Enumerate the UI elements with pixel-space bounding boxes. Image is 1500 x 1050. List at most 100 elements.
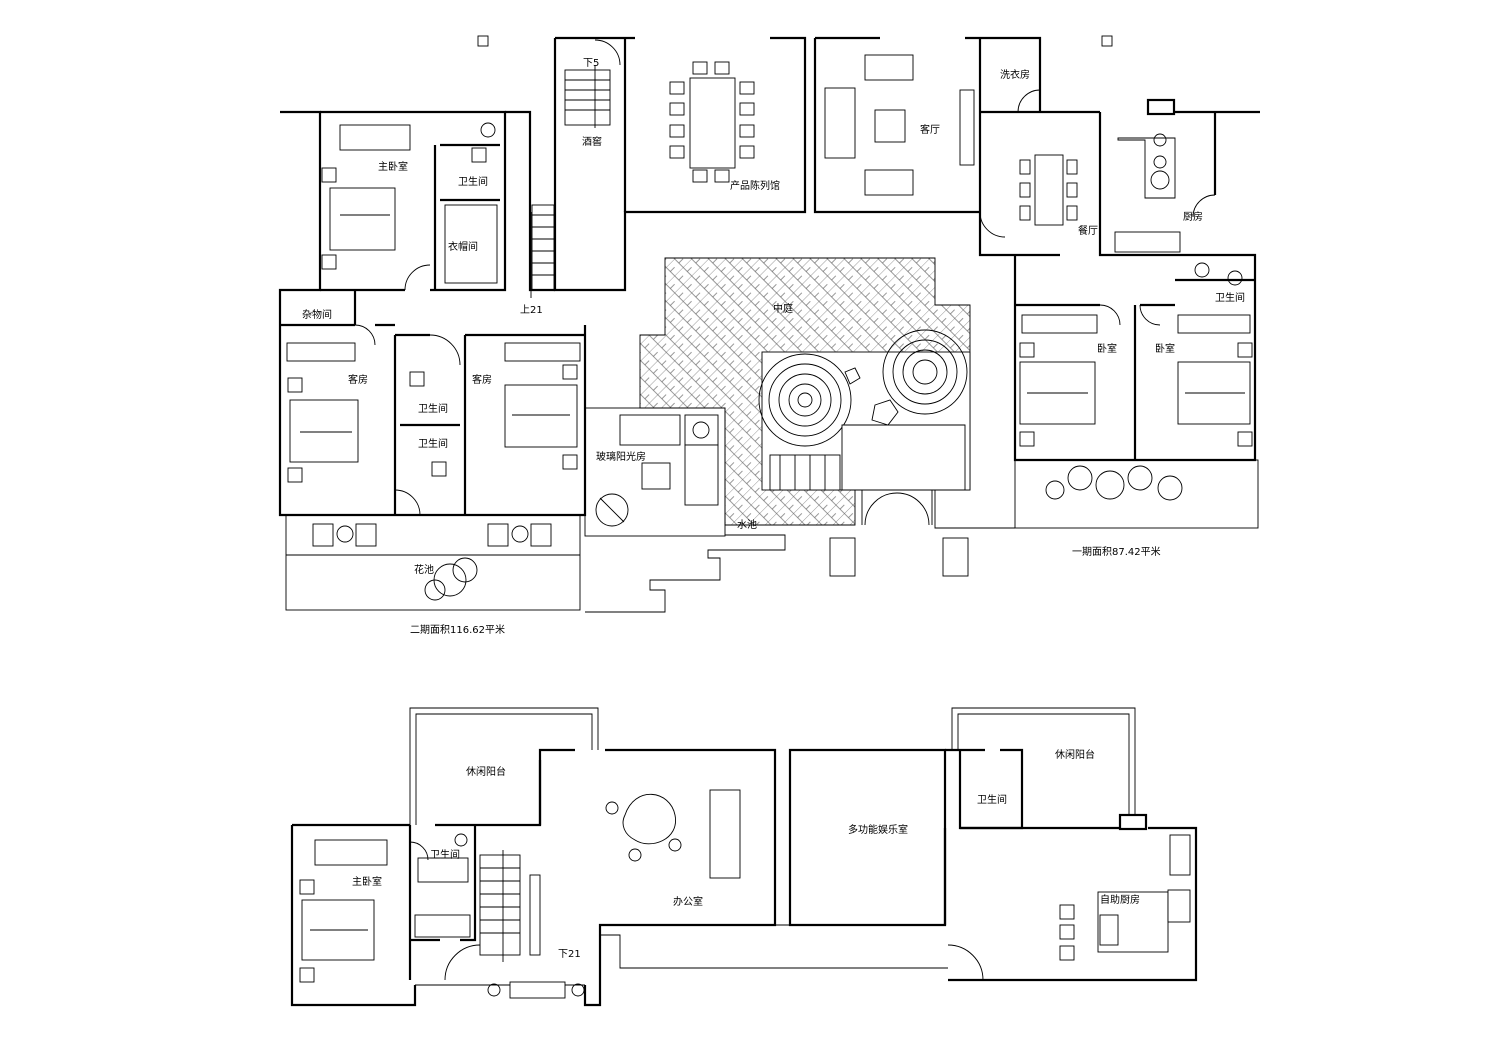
balcony-left-rail-inner (415, 713, 593, 825)
label-upper-bathroom-right: 卫生间 (977, 793, 1007, 806)
toilet-icon (409, 371, 425, 387)
wall-living-top (815, 36, 1042, 112)
door-swing (409, 841, 429, 861)
label-upper-bathroom-left: 卫生间 (430, 848, 460, 861)
wall-entertainment (788, 748, 947, 927)
garden-right (1014, 459, 1259, 529)
stair-down-5 (564, 65, 611, 128)
wall-dining-bottom (978, 212, 1060, 257)
planter-icon (829, 537, 856, 577)
bedroom-2-bed-icon (1177, 342, 1253, 447)
label-master-bedroom: 主卧室 (378, 160, 408, 173)
wall-upper-kitchen (948, 826, 1198, 982)
wall-upper-bath-right (945, 748, 1024, 830)
rock-icon (844, 367, 861, 385)
label-bedroom-1: 卧室 (1097, 342, 1117, 355)
bathtub-icon (417, 857, 469, 883)
upper-master-bed-icon (299, 879, 375, 983)
side-table-icon (684, 414, 719, 446)
guest-bed-right-icon (504, 364, 578, 470)
label-laundry: 洗衣房 (1000, 68, 1030, 81)
bar-stools (1059, 904, 1075, 961)
dining-table-icon (1034, 154, 1064, 226)
door-swing (1192, 194, 1216, 218)
wall-kitchen (1098, 112, 1217, 257)
label-bathroom-guest-upper: 卫生间 (418, 402, 448, 415)
label-storage: 杂物间 (302, 308, 332, 321)
stone-icon (668, 838, 682, 852)
balcony-left-rail (409, 707, 599, 825)
wall-living (813, 38, 980, 214)
planter-icon (942, 537, 969, 577)
label-bathroom-master: 卫生间 (458, 175, 488, 188)
sofa-icon (824, 87, 856, 159)
ground-floor: 主卧室 卫生间 衣帽间 杂物间 客房 客房 卫生间 卫生间 酒窖 产品陈列馆 客… (278, 35, 1260, 636)
wall-bath-right (460, 825, 477, 942)
stone-icon (628, 848, 642, 862)
door-swing (404, 264, 431, 291)
door-swing (979, 211, 1006, 238)
plant-icon (487, 983, 501, 997)
balcony-furniture (312, 523, 552, 547)
sofa-icon (314, 839, 388, 866)
marker-square (1101, 35, 1113, 47)
label-sunroom: 玻璃阳光房 (596, 450, 646, 463)
wall-master-bath (408, 825, 440, 980)
closet-icon (504, 342, 581, 362)
armchair-icon (864, 54, 914, 81)
label-stair-down: 下5 (583, 58, 599, 69)
pond-steps (769, 454, 841, 491)
wall-master-suite (320, 110, 507, 292)
door-swing (1139, 304, 1161, 326)
label-guest-room-right: 客房 (472, 373, 492, 386)
label-balcony-right: 休闲阳台 (1055, 748, 1095, 761)
chair-icons (669, 61, 755, 183)
chimney-upper (1118, 813, 1148, 831)
door-swing (444, 944, 481, 981)
basin-icon (480, 122, 496, 138)
label-bathroom-guest-lower: 卫生间 (418, 437, 448, 450)
closet-icon (286, 342, 356, 362)
toilet-icon (1227, 270, 1243, 286)
door-swing (1017, 89, 1041, 113)
sofa-icon (619, 414, 681, 446)
bedroom-1-bed-icon (1019, 342, 1096, 447)
door-swing (947, 944, 984, 981)
balcony-right-rail (951, 707, 1136, 815)
corridor-line (600, 934, 948, 969)
stair-down-21 (479, 850, 541, 962)
ripple-circles (758, 329, 968, 447)
dining-chairs (1019, 159, 1078, 221)
wall-upper-left-bottom (290, 825, 602, 1007)
label-kitchen: 厨房 (1183, 210, 1203, 223)
cabinet-icon (509, 981, 566, 999)
sunroom-area (584, 407, 726, 537)
entry-steps (585, 534, 786, 613)
wall-bedrooms (1013, 253, 1257, 462)
label-entertainment: 多功能娱乐室 (848, 823, 908, 836)
desk-icon (709, 789, 741, 879)
closet-icon (414, 914, 471, 938)
door-swing (1099, 304, 1121, 326)
label-wine-cellar: 酒窖 (582, 135, 602, 148)
closet-icon (1177, 314, 1251, 334)
wall-office-bottom (598, 923, 620, 935)
door-swing (354, 324, 376, 346)
balcony-right-rail-inner (957, 713, 1130, 815)
label-living-room: 客厅 (920, 123, 940, 136)
master-bed-icon (321, 167, 396, 270)
rock-icon (871, 399, 899, 426)
plant-icon (571, 983, 585, 997)
guest-bed-left-icon (287, 377, 359, 483)
toilet-icon (431, 461, 447, 477)
kitchen-counter-icon (1117, 137, 1176, 199)
coffee-table-icon (641, 462, 671, 490)
door-swing (394, 489, 421, 516)
label-flower-bed: 花池 (414, 563, 434, 576)
basin-icon (1194, 262, 1210, 278)
flower-bed-area (285, 514, 581, 611)
label-office: 办公室 (673, 895, 703, 908)
wall-wine-showroom (553, 36, 807, 292)
label-area-phase-2: 二期面积116.62平米 (410, 623, 505, 636)
sink-icon (1099, 914, 1119, 946)
